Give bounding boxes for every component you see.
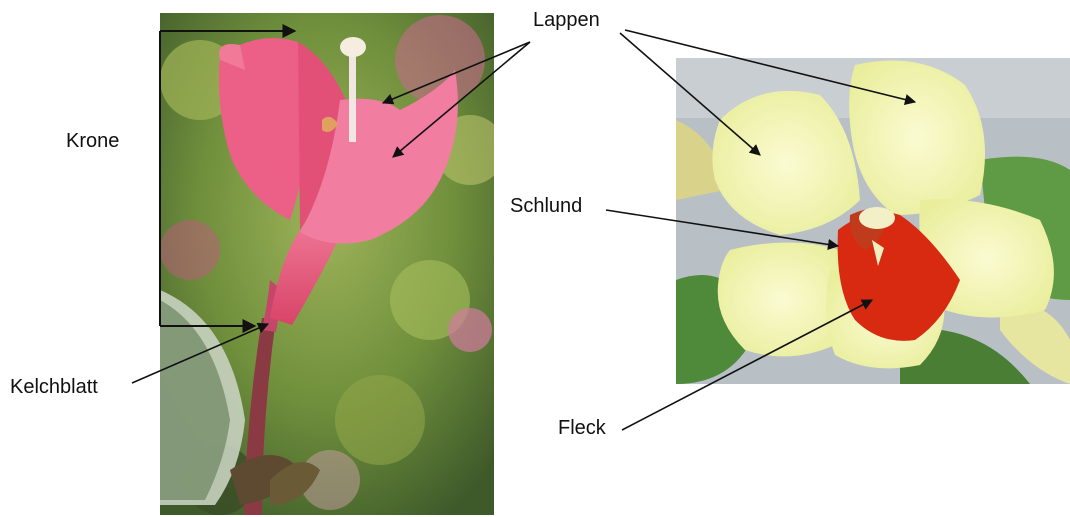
label-lappen: Lappen	[533, 10, 600, 30]
label-schlund: Schlund	[510, 196, 582, 216]
label-krone: Krone	[66, 131, 119, 151]
label-fleck: Fleck	[558, 418, 606, 438]
yellow-flower-photo	[676, 58, 1070, 384]
label-kelchblatt: Kelchblatt	[10, 377, 98, 397]
pink-flower-photo	[160, 13, 505, 515]
